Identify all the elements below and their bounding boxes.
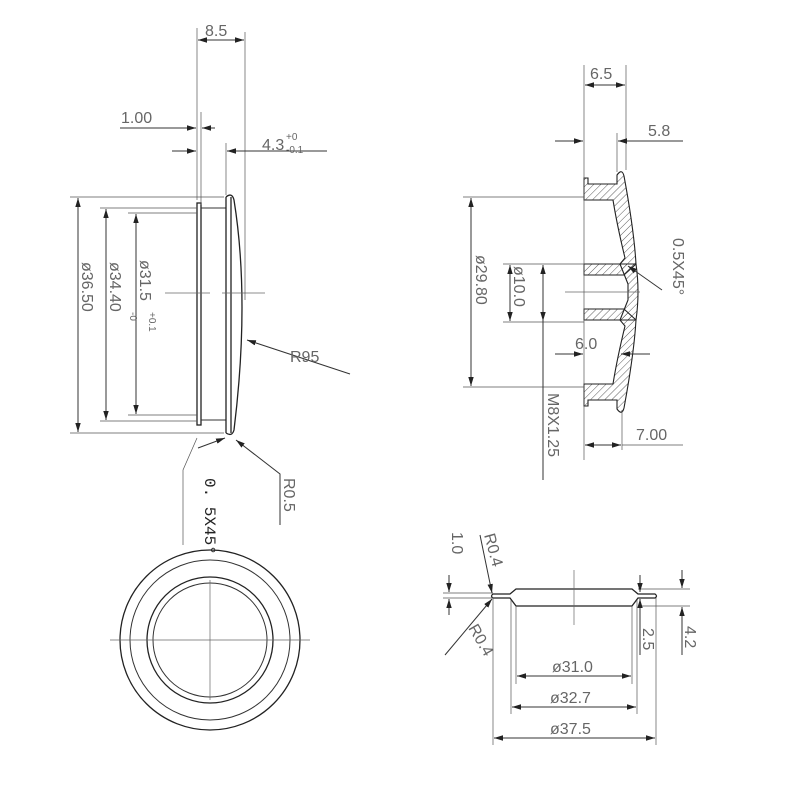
dim-overall-depth: 6.5: [590, 66, 612, 83]
dim-dia-inner: ø31.0: [552, 659, 593, 676]
section-hatch-lower: [583, 308, 637, 413]
dim-dia-outer: ø37.5: [550, 721, 591, 738]
dim-dia-mid: ø34.40: [106, 262, 123, 312]
ring-view: 1.0 R0.4 R0.4 2.5 4.2 ø31.0 ø32.7 ø37.5: [443, 532, 698, 745]
dim-chamfer: 0. 5X45°: [200, 478, 218, 555]
dim-dia-inner: ø31.5: [136, 260, 153, 301]
dim-step-height: 2.5: [639, 628, 656, 650]
dim-thread: M8X1.25: [544, 393, 561, 457]
dim-radius-dome: R95: [290, 349, 319, 366]
tol-lower: -0: [127, 312, 138, 321]
dim-bore-depth: 6.0: [575, 336, 597, 353]
dim-overall-height: 4.2: [681, 626, 698, 648]
front-view: [110, 549, 310, 731]
dim-radius-top: R0.4: [480, 532, 505, 569]
dim-dia-mid: ø32.7: [550, 690, 591, 707]
dim-thickness: 1.0: [448, 532, 465, 554]
dim-dia-body: ø29.80: [472, 255, 489, 305]
side-view: 8.5 1.00 4.3 +0 -0.1 ø36.50 ø34.40 ø31.5…: [70, 23, 351, 555]
dim-cap-depth: 4.3: [262, 137, 284, 154]
side-view-part: [196, 194, 243, 436]
dim-radius-bottom: R0.4: [465, 622, 497, 660]
tol-upper: +0: [286, 132, 298, 143]
dim-dia-outer: ø36.50: [78, 262, 95, 312]
ring-profile: [490, 588, 658, 607]
dim-radius-edge: R0.5: [280, 478, 297, 512]
dim-flange-depth: 7.00: [636, 427, 667, 444]
dim-chamfer: 0.5X45°: [669, 238, 686, 295]
section-hatch-upper: [583, 171, 637, 276]
tol-lower: -0.1: [286, 145, 304, 156]
dim-flange-thickness: 1.00: [121, 110, 152, 127]
section-view: 6.5 5.8 ø29.80 ø10.0 M8X1.25 6.0 7.00 0.…: [463, 65, 686, 480]
dim-face-depth: 5.8: [648, 123, 670, 140]
dim-dia-bore: ø10.0: [510, 266, 527, 307]
dim-overall-depth: 8.5: [205, 23, 227, 40]
tol-upper: +0.1: [146, 312, 157, 332]
